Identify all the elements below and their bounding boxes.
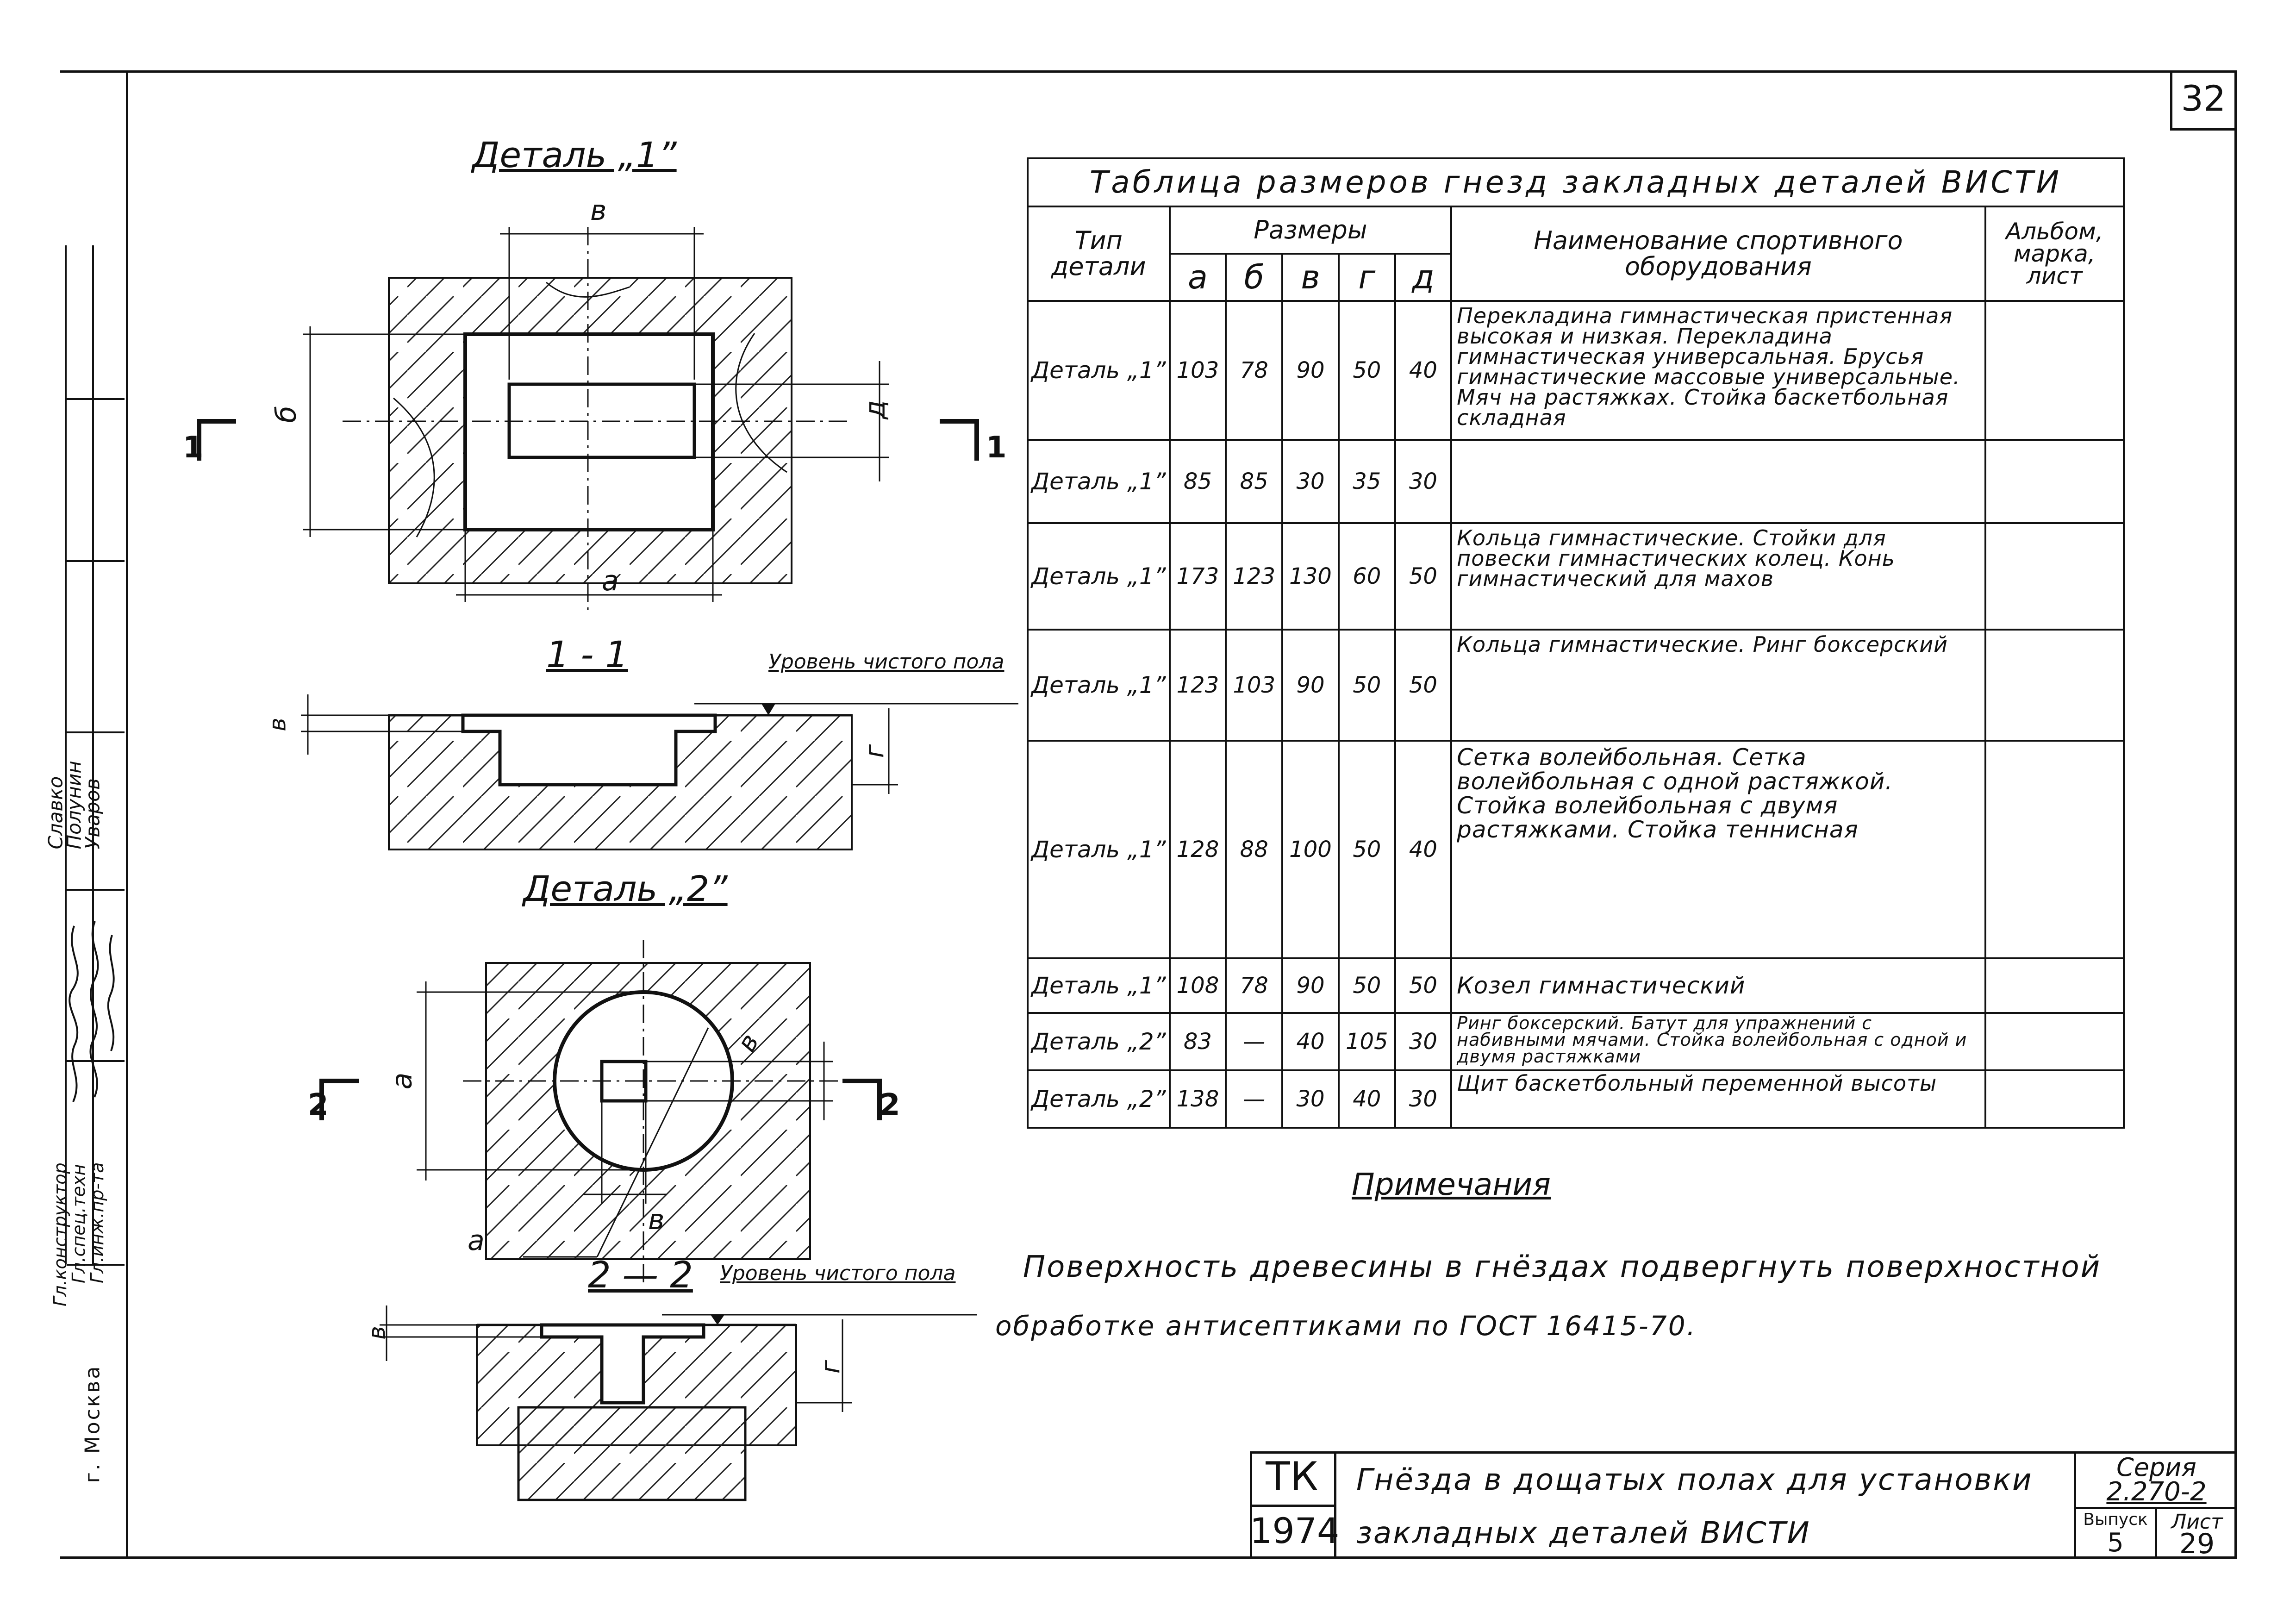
table-row: Деталь „1” 108 78 90 50 50 Козел гимнаст… — [1027, 957, 2125, 1014]
notes-title: Примечания — [1352, 1167, 1551, 1202]
header-col-a: а — [1168, 253, 1227, 302]
section22-level: Уровень чистого пола — [720, 1262, 956, 1285]
section-mark-1-left: 1 — [183, 431, 204, 465]
side-stamp-line — [67, 1264, 125, 1266]
table-row: Деталь „1” 85 85 30 35 30 — [1027, 439, 2125, 524]
detail1-label-b: б — [270, 406, 303, 423]
title-block-div — [1250, 1505, 1336, 1507]
side-stamp-line — [67, 398, 125, 400]
header-name: Наименование спортивного оборудования — [1450, 206, 1986, 302]
city-label: г. Москва — [81, 1364, 105, 1483]
detail2-label-v-bottom: в — [648, 1204, 665, 1236]
header-album: Альбом, марка, лист — [1984, 206, 2125, 302]
header-type: Тип детали — [1027, 206, 1171, 302]
outer-margin-line — [60, 70, 126, 73]
table-row: Деталь „1” 123 103 90 50 50 Кольца гимна… — [1027, 629, 2125, 742]
side-stamp-line — [67, 889, 125, 891]
signature-scribbles — [69, 921, 115, 1102]
section-mark-2-left: 2 — [308, 1088, 329, 1122]
detail2-label-a-bottom: а — [468, 1224, 485, 1257]
side-stamp-line — [67, 731, 125, 733]
detail2-label-a: а — [386, 1072, 418, 1090]
table-row: Деталь „1” 173 123 130 60 50 Кольца гимн… — [1027, 522, 2125, 631]
section11-label-v: в — [264, 718, 291, 731]
section-mark-1-right: 1 — [986, 431, 1007, 465]
section11-label-g: г — [860, 744, 890, 758]
sizes-table: Таблица размеров гнезд закладных деталей… — [1027, 157, 2125, 1129]
series-label: Серия — [2116, 1453, 2196, 1482]
table-caption: Таблица размеров гнезд закладных деталей… — [1027, 157, 2125, 207]
detail1-plan — [197, 227, 979, 611]
sheet-label: Лист — [2171, 1510, 2223, 1534]
section22-title: 2 — 2 — [588, 1255, 693, 1296]
header-col-b: б — [1225, 253, 1284, 302]
table-row: Деталь „2” 83 — 40 105 30 Ринг боксерски… — [1027, 1012, 2125, 1071]
outer-bottom-line — [60, 1556, 126, 1559]
series-value: 2.270-2 — [2106, 1477, 2207, 1507]
section11-level: Уровень чистого пола — [768, 650, 1004, 674]
header-sizes: Размеры — [1168, 206, 1453, 255]
section11-title: 1 - 1 — [546, 634, 628, 676]
sheet-number: 32 — [2181, 78, 2226, 119]
notes-line-1: Поверхность древесины в гнёздах подвергн… — [1023, 1250, 2102, 1284]
side-stamp-line — [67, 1060, 125, 1062]
org-top: ТК — [1266, 1454, 1318, 1500]
section11-drawing — [301, 694, 1018, 850]
detail1-label-v: в — [590, 194, 607, 227]
sheet-title-line-1: Гнёзда в дощатых полах для установки — [1356, 1463, 2033, 1497]
side-stamp-line — [67, 560, 125, 562]
title-block-div — [2074, 1451, 2076, 1559]
drawing-frame — [126, 70, 2237, 1559]
sheet-value: 29 — [2179, 1528, 2215, 1560]
side-stamp-name-3: Уваров — [81, 778, 104, 849]
table-row: Деталь „2” 138 — 30 40 30 Щит баскетболь… — [1027, 1069, 2125, 1129]
issue-label: Выпуск — [2083, 1510, 2148, 1529]
notes-line-2: обработке антисептиками по ГОСТ 16415-70… — [995, 1310, 1697, 1342]
header-col-v: в — [1281, 253, 1340, 302]
table-row: Деталь „1” 128 88 100 50 40 Сетка волейб… — [1027, 740, 2125, 959]
table-row: Деталь „1” 103 78 90 50 40 Перекладина г… — [1027, 300, 2125, 441]
issue-value: 5 — [2107, 1528, 2124, 1558]
side-stamp — [65, 245, 125, 1266]
section22-drawing — [380, 1305, 977, 1501]
detail2-plan — [319, 940, 882, 1287]
drawings-area — [197, 227, 1018, 1501]
detail1-title: Деталь „1” — [472, 134, 677, 175]
header-col-d: д — [1394, 253, 1453, 302]
org-bottom: 1974 — [1250, 1510, 1340, 1551]
detail2-title: Деталь „2” — [523, 868, 728, 909]
side-stamp-line — [92, 245, 94, 1264]
sheet-title-line-2: закладных деталей ВИСТИ — [1356, 1516, 1811, 1550]
detail1-label-a: а — [602, 565, 619, 597]
section22-label-v: в — [363, 1326, 391, 1340]
detail1-label-d: д — [859, 400, 892, 419]
section22-label-g: г — [816, 1360, 846, 1374]
title-block-div — [2155, 1507, 2157, 1559]
section-mark-2-right: 2 — [880, 1088, 900, 1122]
sheet-number-box — [2170, 70, 2237, 131]
header-col-g: г — [1337, 253, 1396, 302]
